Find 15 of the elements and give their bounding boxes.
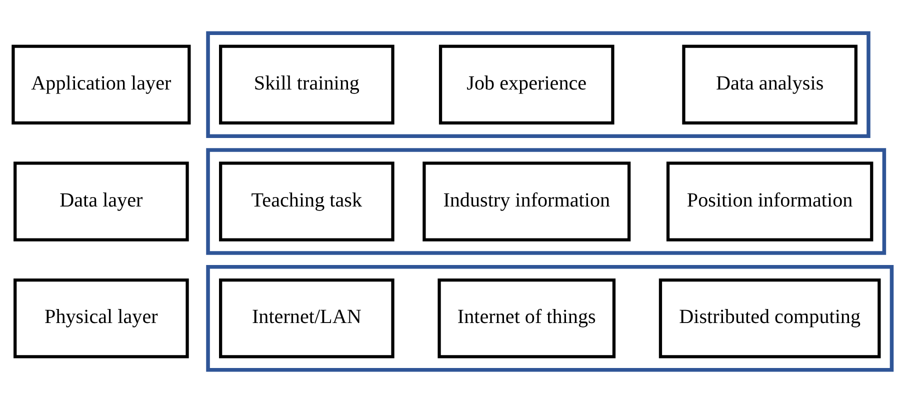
node-box: Job experience	[438, 44, 614, 125]
cluster	[206, 148, 886, 255]
node-box: Data analysis	[682, 44, 858, 125]
node-box: Internet/LAN	[219, 278, 394, 358]
node-box: Industry information	[422, 162, 631, 242]
node-box: Application layer	[12, 44, 191, 125]
node-box: Internet of things	[438, 278, 616, 358]
node-box: Position information	[666, 162, 874, 242]
cluster	[206, 264, 894, 372]
node-box: Distributed computing	[658, 278, 881, 358]
node-box: Physical layer	[14, 278, 189, 358]
cluster	[206, 31, 870, 138]
node-box: Skill training	[219, 44, 394, 125]
node-box: Data layer	[14, 162, 189, 242]
node-box: Teaching task	[219, 162, 394, 242]
